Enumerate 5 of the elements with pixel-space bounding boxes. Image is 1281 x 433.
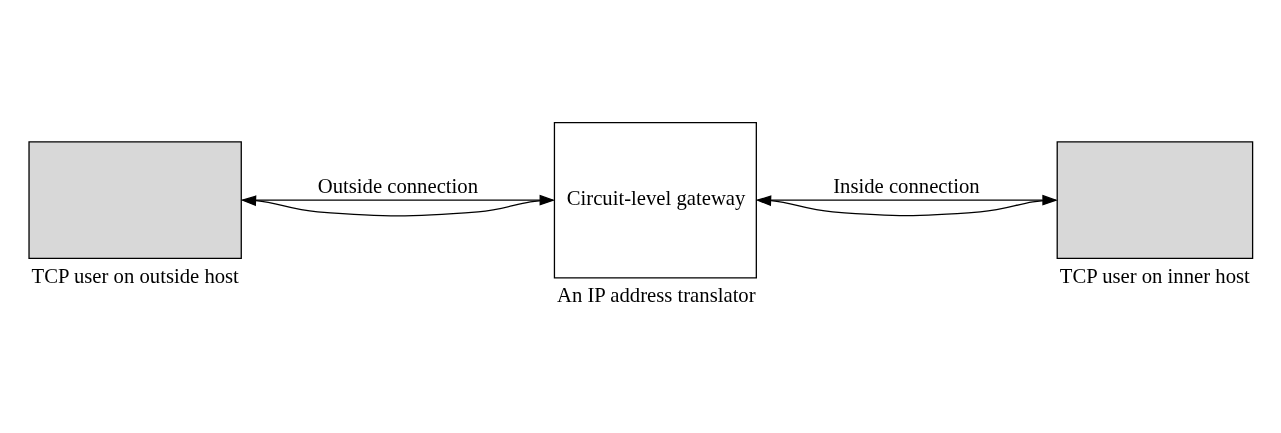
node-label: An IP address translator — [557, 283, 756, 306]
edge-label: Outside connection — [317, 174, 478, 197]
node-label: TCP user on outside host — [31, 264, 239, 287]
node-label: TCP user on inner host — [1059, 264, 1250, 287]
edge-label: Inside connection — [833, 174, 980, 197]
